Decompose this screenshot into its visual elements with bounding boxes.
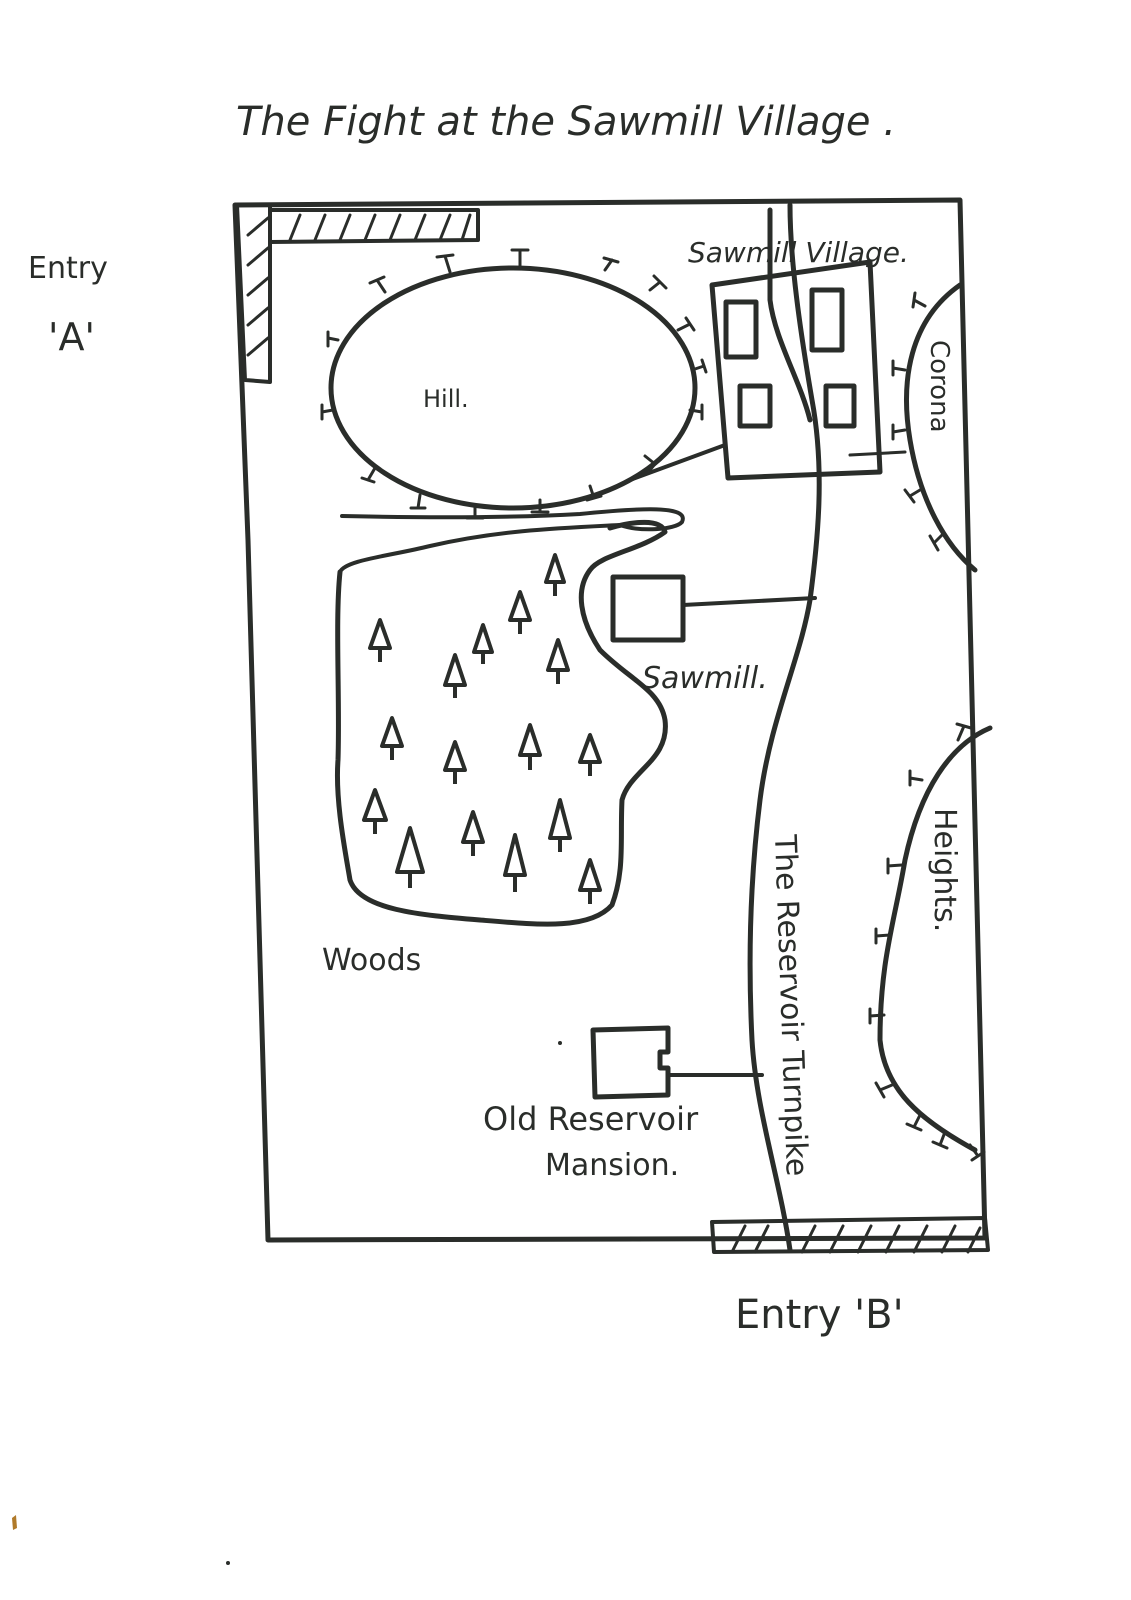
woods-label: Woods <box>322 943 421 978</box>
corona-ticks <box>891 291 944 552</box>
woods <box>335 519 668 927</box>
entry-b-hatched-area <box>710 1216 990 1254</box>
woods-trees <box>362 553 602 904</box>
entry-a-label: Entry <box>28 251 108 286</box>
hill <box>328 265 698 511</box>
heights-label: Heights. <box>927 808 962 932</box>
heights-ticks <box>868 722 986 1162</box>
mansion-label-line1: Old Reservoir <box>483 1100 699 1138</box>
ink-marks <box>12 1041 562 1565</box>
turnpike-label: The Reservoir Turnpike <box>767 833 814 1177</box>
sawmill-village <box>709 207 907 481</box>
entry-a-letter: 'A' <box>48 315 95 359</box>
entry-b-label: Entry 'B' <box>735 1292 904 1338</box>
corona-label: Corona <box>924 340 954 433</box>
sawmill-building <box>610 574 686 643</box>
corona-ridge <box>904 282 978 573</box>
map-border <box>232 197 988 1243</box>
north-track <box>338 507 685 574</box>
turnpike-road <box>747 202 822 1253</box>
sawmill-label: Sawmill. <box>642 661 768 696</box>
map-labels: The Fight at the Sawmill Village . Entry… <box>28 99 962 1338</box>
entry-a-hatched-area <box>235 203 480 384</box>
hill-label: Hill. <box>423 385 469 413</box>
mansion-label-line2: Mansion. <box>545 1148 679 1183</box>
sawmill-village-label: Sawmill Village. <box>688 236 909 269</box>
map-title: The Fight at the Sawmill Village . <box>236 99 896 145</box>
sawmill-spur <box>681 596 817 607</box>
hill-ticks <box>320 248 708 520</box>
hill-track <box>628 443 727 482</box>
mansion-building <box>590 1025 671 1100</box>
heights-ridge <box>877 725 993 1153</box>
